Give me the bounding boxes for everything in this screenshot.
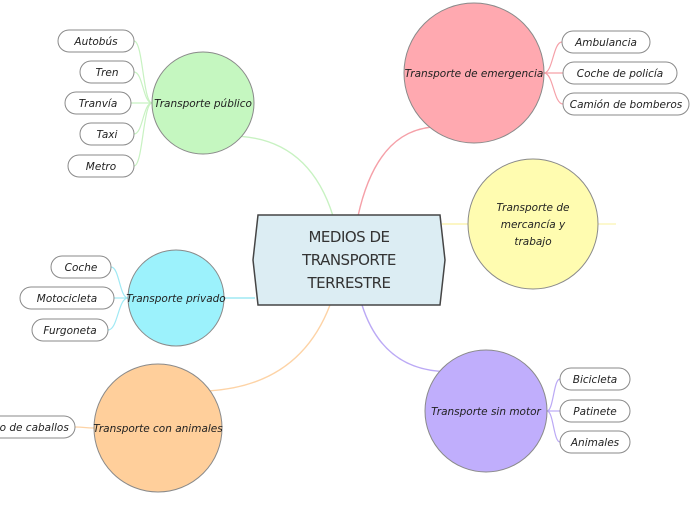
leaf-pill	[562, 61, 678, 85]
central-topic-line: TRANSPORTE	[301, 251, 396, 269]
branch-connector	[241, 135, 334, 217]
branch-label: trabajo	[514, 236, 551, 248]
leaf-pill	[50, 255, 112, 279]
leaf-pill	[57, 29, 135, 53]
connectors	[74, 40, 616, 443]
leaf-connector	[74, 426, 95, 429]
leaf-node[interactable]: Ambulancia	[561, 30, 651, 54]
branch-node-publico[interactable]: Transporte público	[151, 51, 255, 155]
leaf-node[interactable]: Furgoneta	[31, 318, 109, 342]
branch-label: Transporte de emergencia	[405, 68, 544, 80]
leaf-label: Furgoneta	[43, 325, 96, 337]
leaf-connector	[543, 41, 563, 74]
leaf-node[interactable]: Taxi	[79, 122, 135, 146]
branch-label: mercancía y	[501, 219, 566, 231]
leaf-pill	[559, 399, 631, 423]
leaf-connector	[133, 71, 153, 104]
leaf-node[interactable]: Animales	[559, 430, 631, 454]
leaf-connector	[546, 410, 561, 443]
leaf-pill	[559, 430, 631, 454]
leaf-connector	[546, 378, 561, 412]
leaf-pill	[19, 286, 115, 310]
leaf-label: Carro de caballos	[0, 422, 69, 434]
leaf-label: Animales	[570, 437, 620, 449]
branch-node-animales[interactable]: Transporte con animales	[93, 363, 223, 493]
leaf-label: Taxi	[97, 129, 118, 141]
leaf-node[interactable]: Bicicleta	[559, 367, 631, 391]
branch-bubble	[127, 249, 225, 347]
leaf-connector	[133, 102, 153, 167]
branch-label: Transporte sin motor	[431, 406, 541, 418]
branch-connector	[210, 304, 331, 392]
branch-bubble	[424, 349, 548, 473]
leaf-pill	[31, 318, 109, 342]
leaf-pill	[67, 154, 135, 178]
leaf-connector	[133, 102, 153, 135]
leaf-node[interactable]: Patinete	[559, 399, 631, 423]
leaf-label: Patinete	[573, 406, 617, 418]
branch-connector	[361, 304, 440, 373]
leaf-pill	[79, 122, 135, 146]
leaf-connector	[107, 297, 129, 331]
leaf-node[interactable]: Metro	[67, 154, 135, 178]
branch-bubble	[467, 158, 599, 290]
leaf-pill	[562, 92, 690, 116]
leaf-node[interactable]: Motocicleta	[19, 286, 115, 310]
leaf-pill	[0, 415, 76, 439]
leaf-pill	[79, 60, 135, 84]
leaf-connector	[543, 72, 564, 105]
leaf-label: Coche de policía	[577, 68, 664, 80]
central-topic-line: MEDIOS DE	[308, 228, 389, 246]
branch-connector	[357, 126, 430, 217]
leaf-node[interactable]: Tranvía	[64, 91, 132, 115]
branch-label: Transporte con animales	[93, 423, 223, 435]
branch-bubble	[403, 2, 545, 144]
branch-bubble	[151, 51, 255, 155]
leaf-node[interactable]: Tren	[79, 60, 135, 84]
leaf-pill	[64, 91, 132, 115]
central-topic[interactable]: MEDIOS DE TRANSPORTE TERRESTRE	[252, 214, 446, 306]
branch-label: Transporte de	[497, 202, 570, 214]
leaf-pill	[559, 367, 631, 391]
leaf-label: Bicicleta	[573, 374, 618, 386]
branch-bubble	[93, 363, 223, 493]
leaf-label: Motocicleta	[37, 293, 97, 305]
branch-node-sinmotor[interactable]: Transporte sin motor	[424, 349, 548, 473]
nodes: MEDIOS DE TRANSPORTE TERRESTRE Transporte p…	[0, 2, 690, 493]
leaf-node[interactable]: Coche de policía	[562, 61, 678, 85]
central-topic-line: TERRESTRE	[306, 274, 390, 292]
leaf-label: Metro	[86, 161, 116, 173]
branch-label: Transporte público	[154, 98, 252, 110]
leaf-node[interactable]: Carro de caballos	[0, 415, 76, 439]
branch-node-emergencia[interactable]: Transporte de emergencia	[403, 2, 545, 144]
leaf-label: Tren	[95, 67, 118, 79]
leaf-connector	[133, 40, 153, 104]
leaf-label: Coche	[65, 262, 98, 274]
leaf-node[interactable]: Coche	[50, 255, 112, 279]
leaf-label: Tranvía	[79, 98, 118, 110]
leaf-node[interactable]: Autobús	[57, 29, 135, 53]
leaf-connector	[110, 266, 129, 299]
central-topic-shape	[252, 214, 446, 306]
leaf-label: Ambulancia	[574, 37, 637, 49]
leaf-label: Camión de bomberos	[570, 99, 683, 111]
branch-label: Transporte privado	[126, 293, 225, 305]
leaf-label: Autobús	[73, 36, 118, 48]
leaf-node[interactable]: Camión de bomberos	[562, 92, 690, 116]
branch-node-mercancia[interactable]: Transporte de mercancía y trabajo	[467, 158, 599, 290]
branch-node-privado[interactable]: Transporte privado	[126, 249, 226, 347]
leaf-pill	[561, 30, 651, 54]
